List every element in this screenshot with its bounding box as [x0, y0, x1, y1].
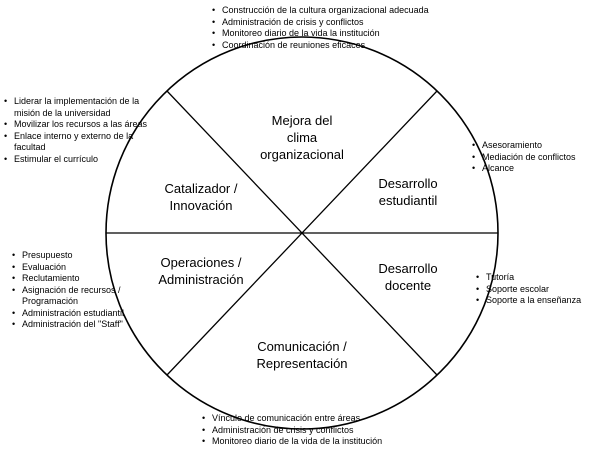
sector-top-line-2: clima	[286, 130, 318, 145]
sector-lower-left-label: Operaciones / Administración	[146, 254, 256, 288]
sector-top-label: Mejora del clima organizacional	[252, 112, 352, 163]
sector-top-line-1: Mejora del	[271, 113, 333, 128]
list-item: Asesoramiento	[472, 140, 587, 152]
sector-upper-right-line-2: estudiantil	[378, 193, 438, 208]
sector-lower-right-line-1: Desarrollo	[378, 261, 438, 276]
top-bullet-list: Construcción de la cultura organizaciona…	[212, 5, 472, 51]
list-item: Movilizar los recursos a las áreas	[4, 119, 150, 131]
list-item: Vínculo de comunicación entre áreas	[202, 413, 442, 425]
list-item: Administración del "Staff"	[12, 319, 140, 331]
sector-lower-left-line-1: Operaciones /	[160, 255, 242, 270]
sector-top-line-3: organizacional	[260, 147, 344, 162]
list-item: Construcción de la cultura organizaciona…	[212, 5, 472, 17]
list-item: Monitoreo diario de la vida la instituci…	[212, 28, 472, 40]
list-item: Administración de crisis y conflictos	[202, 425, 442, 437]
sector-upper-left-label: Catalizador / Innovación	[146, 180, 256, 214]
list-item: Evaluación	[12, 262, 140, 274]
sector-bottom-label: Comunicación / Representación	[242, 338, 362, 372]
list-item: Administración de crisis y conflictos	[212, 17, 472, 29]
list-item: Asignación de recursos / Programación	[12, 285, 140, 308]
sector-bottom-line-1: Comunicación /	[257, 339, 347, 354]
list-item: Mediación de conflictos	[472, 152, 587, 164]
list-item: Enlace interno y externo de la facultad	[4, 131, 150, 154]
sector-lower-right-label: Desarrollo docente	[358, 260, 458, 294]
list-item: Soporte escolar	[476, 284, 586, 296]
list-item: Reclutamiento	[12, 273, 140, 285]
list-item: Presupuesto	[12, 250, 140, 262]
sector-lower-left-line-2: Administración	[158, 272, 244, 287]
list-item: Monitoreo diario de la vida de la instit…	[202, 436, 442, 448]
sector-bottom-line-2: Representación	[256, 356, 348, 371]
left-lower-bullet-list: Presupuesto Evaluación Reclutamiento Asi…	[12, 250, 140, 331]
sector-upper-left-line-1: Catalizador /	[164, 181, 238, 196]
left-upper-bullet-list: Liderar la implementación de la misión d…	[4, 96, 150, 165]
list-item: Administración estudiantil	[12, 308, 140, 320]
sector-upper-left-line-2: Innovación	[169, 198, 233, 213]
right-lower-bullet-list: Tutoría Soporte escolar Soporte a la ens…	[476, 272, 586, 307]
sector-upper-right-line-1: Desarrollo	[378, 176, 438, 191]
list-item: Alcance	[472, 163, 587, 175]
right-upper-bullet-list: Asesoramiento Mediación de conflictos Al…	[472, 140, 587, 175]
list-item: Liderar la implementación de la misión d…	[4, 96, 150, 119]
list-item: Soporte a la enseñanza	[476, 295, 586, 307]
sector-lower-right-line-2: docente	[384, 278, 432, 293]
diagonal-divider-falling	[166, 90, 438, 376]
list-item: Coordinación de reuniones eficaces	[212, 40, 472, 52]
list-item: Estimular el currículo	[4, 154, 150, 166]
sector-upper-right-label: Desarrollo estudiantil	[358, 175, 458, 209]
list-item: Tutoría	[476, 272, 586, 284]
bottom-bullet-list: Vínculo de comunicación entre áreas Admi…	[202, 413, 442, 448]
